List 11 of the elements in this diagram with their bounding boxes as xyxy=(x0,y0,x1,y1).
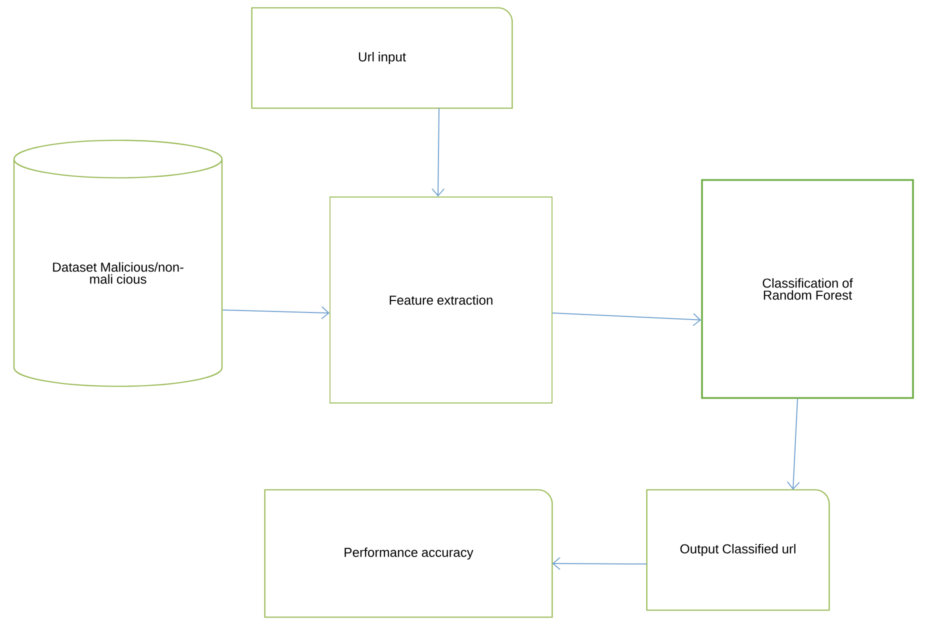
arrow xyxy=(552,312,702,326)
process-box: Feature extraction xyxy=(330,196,552,404)
result-box: Performance accuracy xyxy=(264,489,553,618)
arrow xyxy=(432,108,445,197)
input-box: Url input xyxy=(251,7,513,109)
arrow xyxy=(786,398,800,490)
arrow xyxy=(222,306,330,320)
process-box: Classification of Random Forest xyxy=(701,179,914,399)
database-cylinder: Dataset Malicious/non-mali cious xyxy=(13,140,223,387)
output-box: Output Classified url xyxy=(646,489,830,611)
arrow xyxy=(552,557,648,570)
